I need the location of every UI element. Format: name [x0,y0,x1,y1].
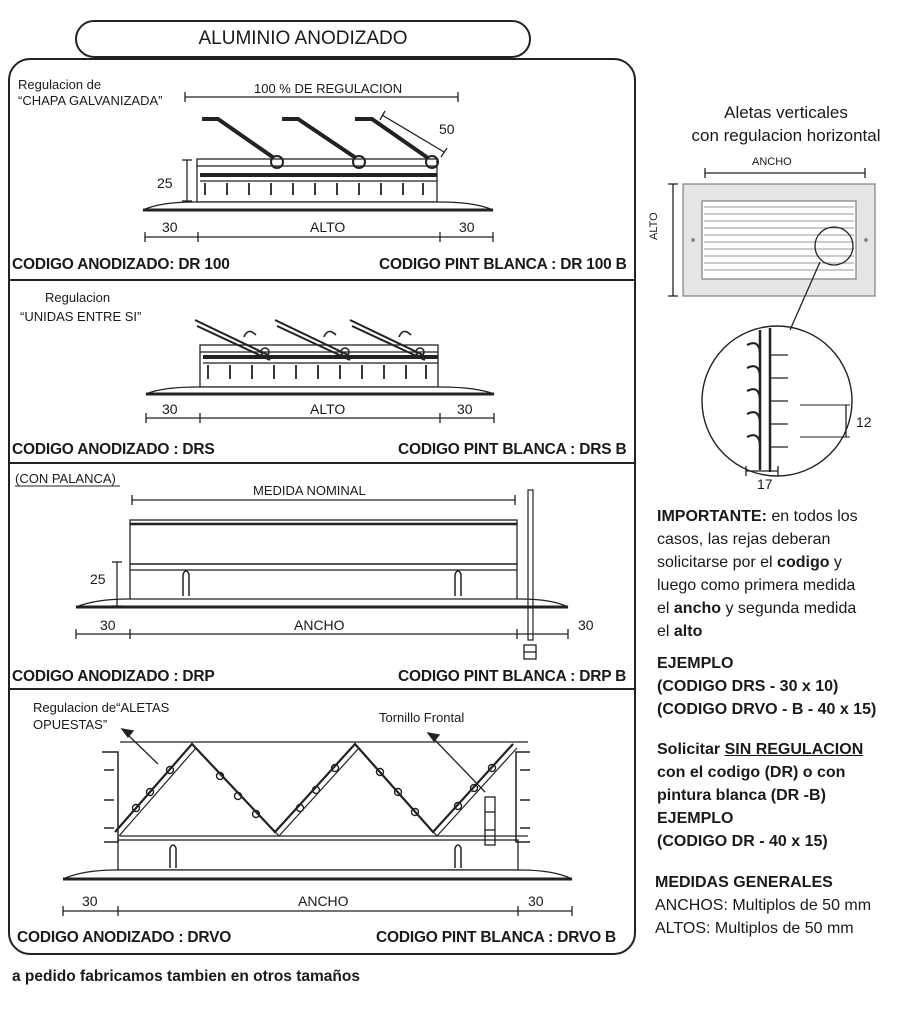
drvo-dim-right: 30 [528,893,544,909]
divider-1 [8,279,636,281]
drs-drawing [145,319,495,423]
drp-dim-right: 30 [578,617,594,633]
no-reg-line-1: Solicitar [657,741,725,758]
grille-dim-12: 12 [856,414,872,430]
example-block: EJEMPLO (CODIGO DRS - 30 x 10) (CODIGO D… [657,652,876,721]
drp-dim-left: 30 [100,617,116,633]
footer-note: a pedido fabricamos tambien en otros tam… [12,968,360,985]
no-regulation-block: Solicitar SIN REGULACION con el codigo (… [657,738,863,853]
important-text-5-bold: ancho [673,600,722,617]
divider-3 [8,688,636,690]
grille-title-line-1: Aletas verticales [724,103,848,122]
drvo-note-2: OPUESTAS” [33,717,108,732]
drs-code-white: CODIGO PINT BLANCA : DRS B [398,441,627,458]
important-text-5-end: y segunda medida [721,600,857,617]
drvo-code-white: CODIGO PINT BLANCA : DRVO B [376,929,617,946]
drs-code-anodized: CODIGO ANODIZADO : DRS [12,441,215,458]
drvo-dim-center: ANCHO [298,893,349,909]
page-title: ALUMINIO ANODIZADO [75,20,531,58]
important-text-4: luego como primera medida [657,577,856,594]
drs-dim-center: ALTO [310,401,346,417]
drs-note-1: Regulacion [45,290,111,305]
important-text-6-bold: alto [673,623,703,640]
products-frame [8,58,636,955]
important-text-5: el [657,600,674,617]
dr100-regulation-label: 100 % DE REGULACION [254,81,403,96]
drvo-dim-left: 30 [82,893,98,909]
no-reg-line-5: (CODIGO DR - 40 x 15) [657,833,828,850]
drp-dim-center: ANCHO [294,617,345,633]
drvo-drawing [62,728,573,916]
drp-dim-25: 25 [90,571,106,587]
general-heights: ALTOS: Multiplos de 50 mm [655,920,854,937]
drs-dim-right: 30 [457,401,473,417]
drvo-note-1: Regulacion de“ALETAS [33,700,170,715]
important-note: IMPORTANTE: en todos los casos, las reja… [657,505,858,643]
drp-code-white: CODIGO PINT BLANCA : DRP B [398,668,627,685]
drs-note-2: “UNIDAS ENTRE SI” [20,309,142,324]
dr100-dim-center: ALTO [310,219,346,235]
drvo-code-anodized: CODIGO ANODIZADO : DRVO [17,929,232,946]
important-text-1: en todos los [766,508,858,525]
grille-title: Aletas verticales con regulacion horizon… [655,101,917,147]
drvo-screw-label: Tornillo Frontal [379,710,465,725]
dr100-dim-left: 30 [162,219,178,235]
divider-2 [8,462,636,464]
important-lead: IMPORTANTE: [657,508,767,525]
important-text-3-bold: codigo [777,554,830,571]
dr100-dim-25: 25 [157,175,173,191]
general-sizes: MEDIDAS GENERALES ANCHOS: Multiplos de 5… [655,871,871,940]
dr100-dim-right: 30 [459,219,475,235]
general-widths: ANCHOS: Multiplos de 50 mm [655,897,872,914]
important-text-3-end: y [829,554,842,571]
drp-drawing [15,485,569,660]
important-text-2: casos, las rejas deberan [657,531,831,548]
example-line-2: (CODIGO DRVO - B - 40 x 15) [657,701,877,718]
no-reg-line-3: pintura blanca (DR -B) [657,787,826,804]
dr100-drawing [142,92,494,242]
dr100-code-anodized: CODIGO ANODIZADO: DR 100 [12,256,230,273]
grille-drawing [668,168,876,477]
grille-title-line-2: con regulacion horizontal [691,126,881,145]
grille-dim-17: 17 [757,476,773,492]
drp-nominal-label: MEDIDA NOMINAL [253,483,366,498]
dr100-note-1: Regulacion de [18,77,102,92]
dr100-note-2: “CHAPA GALVANIZADA” [18,93,163,108]
no-reg-line-1-underlined: SIN REGULACION [724,741,864,758]
important-text-6: el [657,623,674,640]
drs-dim-left: 30 [162,401,178,417]
example-line-1: (CODIGO DRS - 30 x 10) [657,678,839,695]
important-text-3: solicitarse por el [657,554,778,571]
no-reg-line-4: EJEMPLO [657,810,734,827]
drp-code-anodized: CODIGO ANODIZADO : DRP [12,668,215,685]
grille-width-label: ANCHO [752,156,792,168]
general-title: MEDIDAS GENERALES [655,874,833,891]
grille-height-label: ALTO [648,212,660,240]
dr100-dim-50: 50 [439,121,455,137]
dr100-code-white: CODIGO PINT BLANCA : DR 100 B [379,256,627,273]
no-reg-line-2: con el codigo (DR) o con [657,764,846,781]
example-title: EJEMPLO [657,655,734,672]
drp-note: (CON PALANCA) [15,471,116,486]
